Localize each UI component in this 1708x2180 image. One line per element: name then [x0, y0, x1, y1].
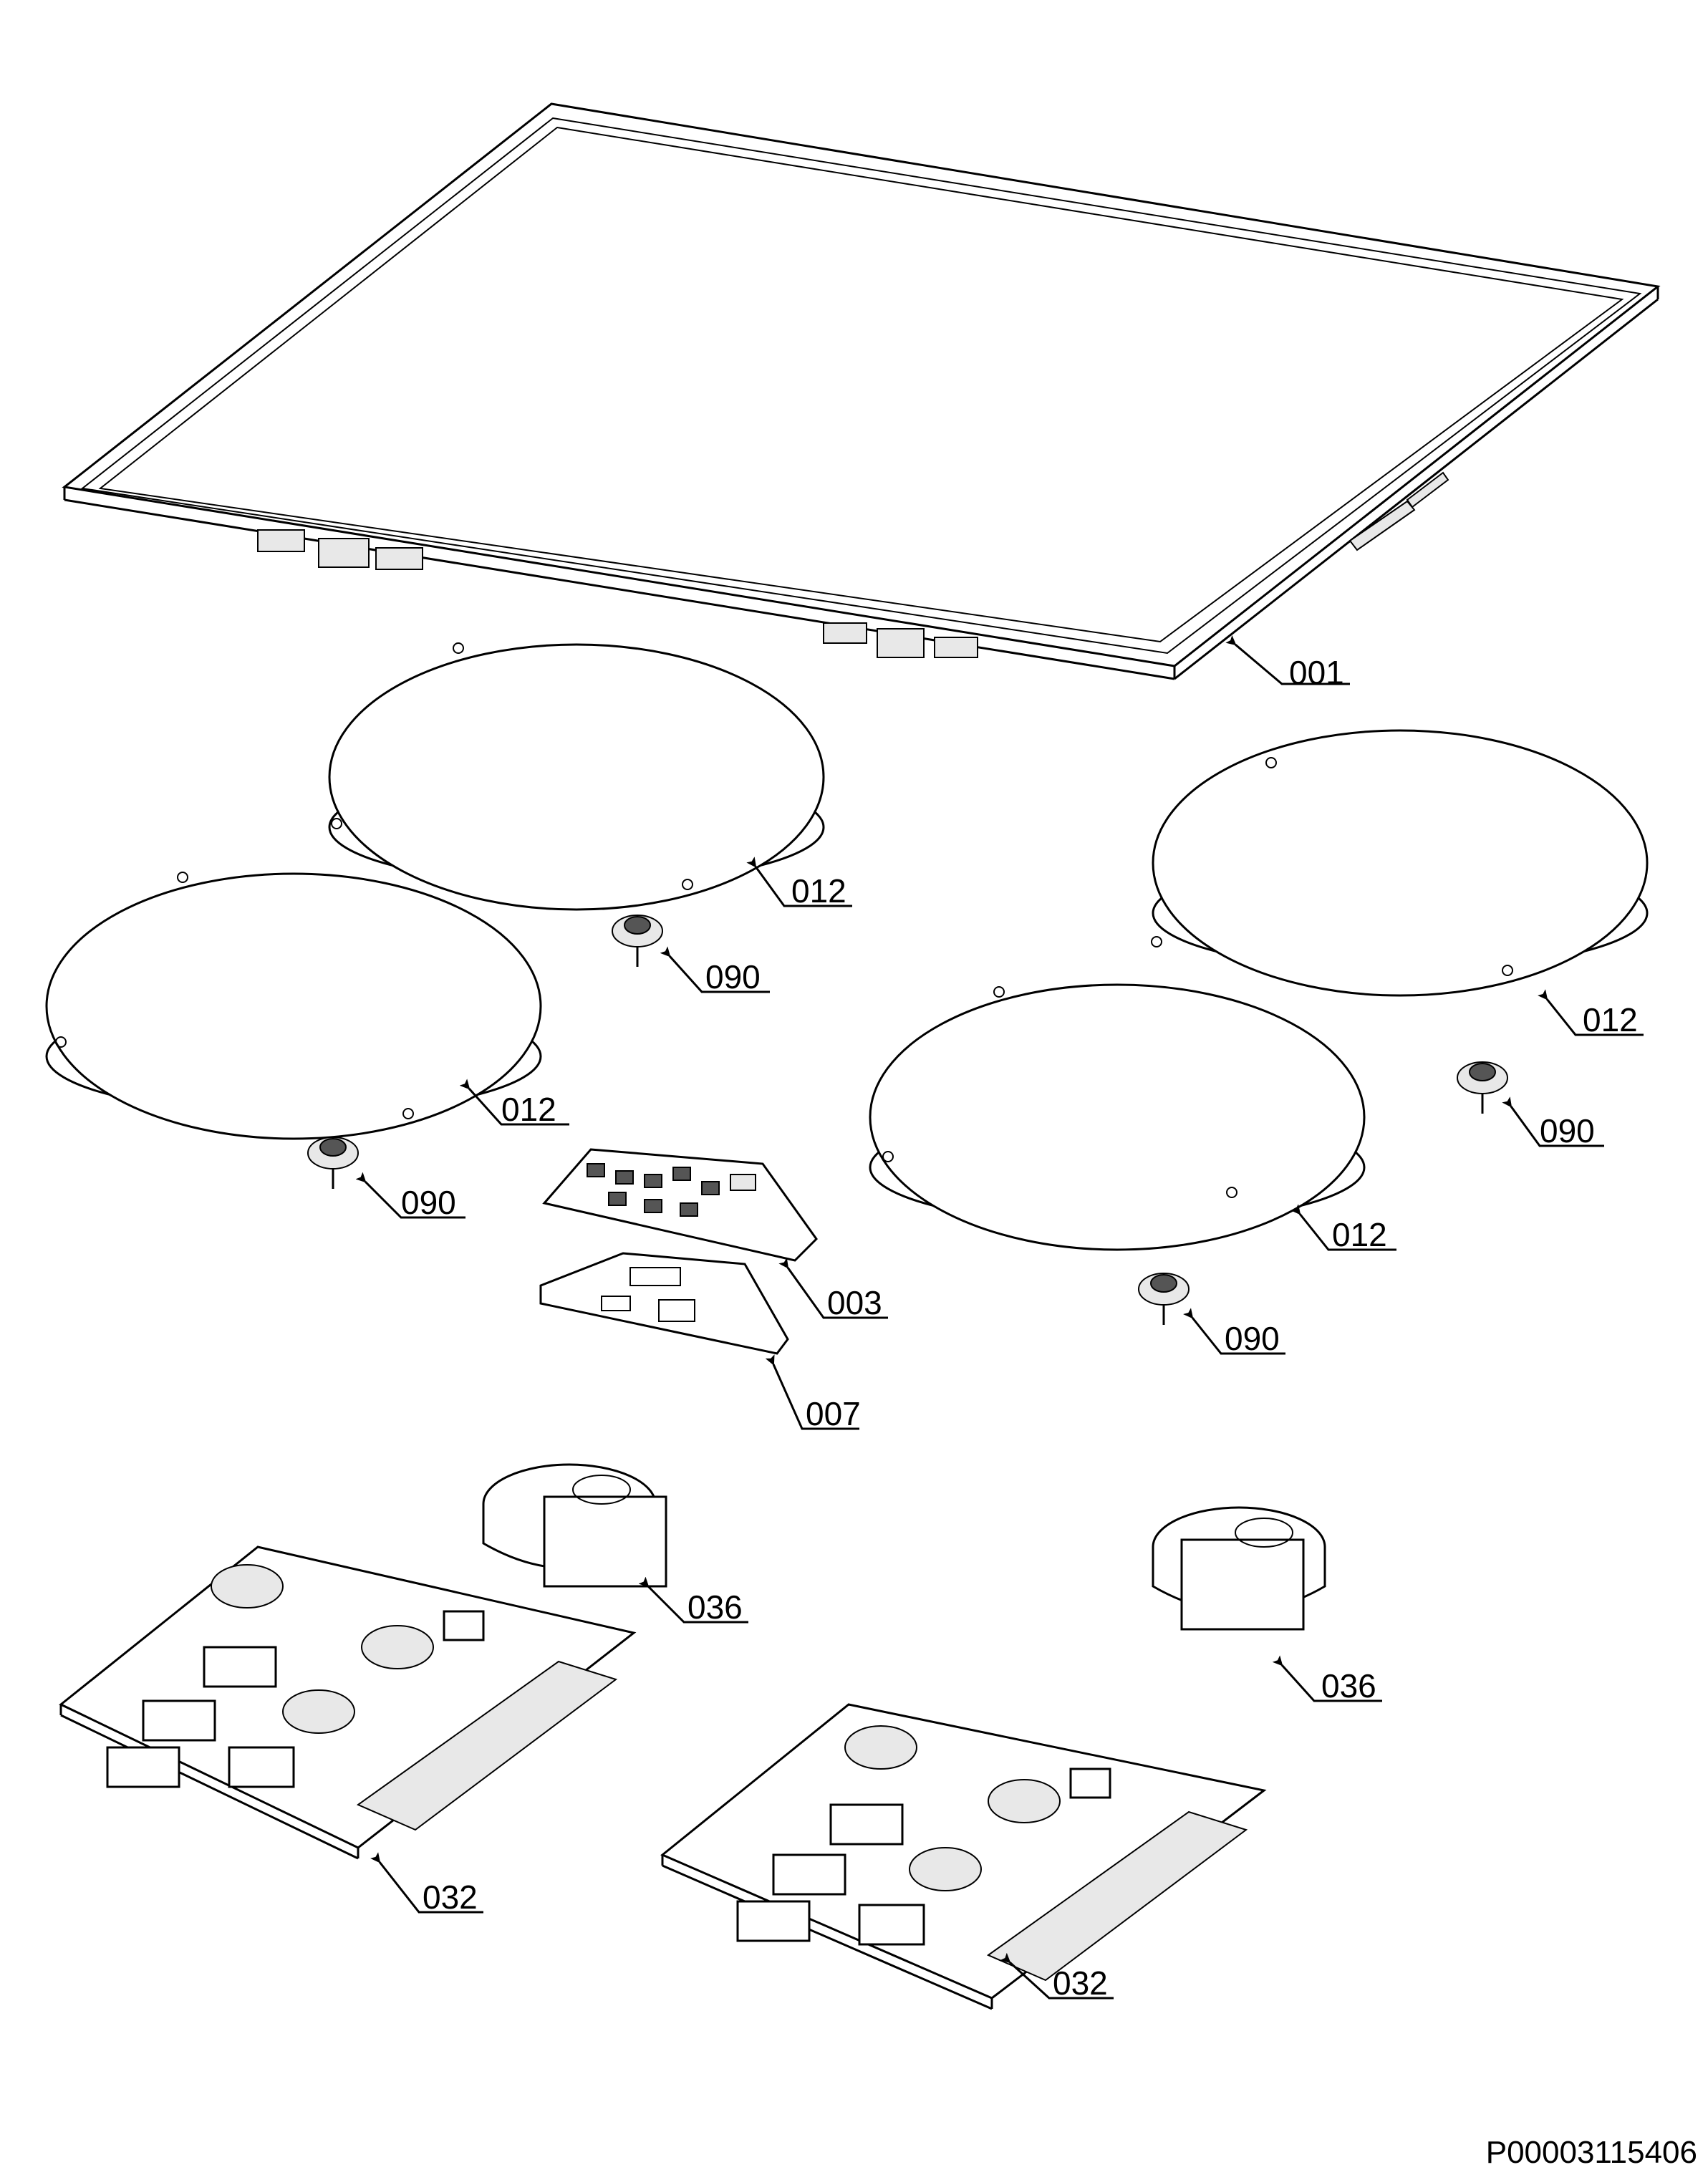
coil-rear-right-part — [1151, 729, 1649, 997]
callout-012-rear-left: 012 — [791, 872, 846, 910]
callout-012-rear-right: 012 — [1583, 1001, 1638, 1038]
callout-032-right: 032 — [1053, 1964, 1108, 2002]
glass-top-part — [62, 102, 1661, 680]
callout-032-left: 032 — [423, 1878, 478, 1916]
sensor-rear-left-part — [612, 915, 663, 967]
callout-012-front-right: 012 — [1332, 1216, 1387, 1253]
callout-leaders — [355, 635, 1644, 2000]
fan-right-part — [1152, 1506, 1326, 1631]
sensor-rear-right-part — [1457, 1061, 1508, 1114]
coil-front-right-part — [869, 983, 1366, 1251]
power-board-left-part — [59, 1545, 637, 1860]
callout-012-front-left: 012 — [501, 1091, 556, 1128]
callout-090-front-left: 090 — [401, 1184, 456, 1221]
callout-007: 007 — [806, 1395, 861, 1432]
callout-090-front-right: 090 — [1225, 1320, 1280, 1357]
coil-rear-left-part — [328, 642, 825, 911]
document-id: P00003115406 — [1486, 2135, 1697, 2170]
callout-003: 003 — [827, 1284, 882, 1321]
callout-036-left: 036 — [687, 1588, 743, 1626]
coil-front-left-part — [45, 872, 542, 1140]
fan-left-part — [482, 1463, 667, 1588]
callout-090-rear-right: 090 — [1540, 1112, 1595, 1149]
control-board-part — [542, 1148, 818, 1262]
callout-001: 001 — [1289, 654, 1344, 691]
power-board-right-part — [660, 1703, 1267, 2010]
sensor-front-right-part — [1138, 1273, 1190, 1325]
callout-036-right: 036 — [1321, 1667, 1376, 1704]
control-support-part — [539, 1252, 789, 1355]
callout-090-rear-left: 090 — [705, 958, 761, 995]
sensor-front-left-part — [307, 1137, 359, 1189]
